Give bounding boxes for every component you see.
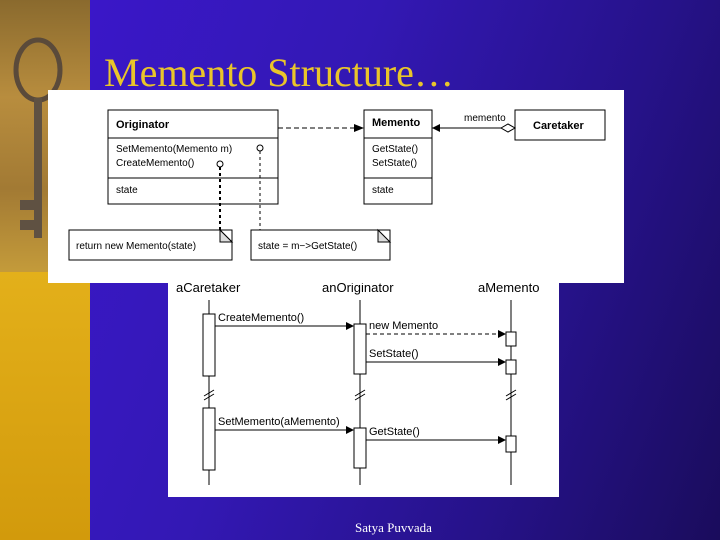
memento-op-1: GetState() (372, 144, 418, 155)
class-diagram-panel: Originator SetMemento(Memento m) CreateM… (48, 90, 624, 283)
msg-new-memento: new Memento (369, 320, 438, 332)
msg-set-state: SetState() (369, 348, 419, 360)
key-icon (13, 37, 63, 238)
lifeline-label-caretaker: aCaretaker (176, 280, 241, 295)
note-setmemento-text: state = m−>GetState() (258, 241, 357, 252)
note-setmemento: state = m−>GetState() (250, 228, 392, 261)
lifeline-label-originator: anOriginator (322, 280, 394, 295)
originator-op-1: SetMemento(Memento m) (116, 144, 232, 155)
assoc-label: memento (464, 113, 506, 124)
caretaker-class: Caretaker (514, 109, 606, 141)
originator-class: Originator SetMemento(Memento m) CreateM… (107, 109, 279, 205)
activation-memento-3 (505, 435, 517, 453)
originator-name: Originator (116, 119, 170, 131)
note-create-text: return new Memento(state) (76, 241, 196, 252)
memento-name: Memento (372, 117, 421, 129)
memento-class: Memento GetState() SetState() state (363, 109, 433, 205)
memento-attr: state (372, 185, 394, 196)
originator-attr: state (116, 185, 138, 196)
activation-originator-1 (353, 323, 367, 375)
activation-originator-2 (353, 427, 367, 469)
msg-set-memento: SetMemento(aMemento) (218, 416, 340, 428)
msg-get-state: GetState() (369, 426, 420, 438)
slide-footer: Satya Puvvada (355, 520, 432, 535)
activation-caretaker-2 (202, 407, 216, 471)
note-create: return new Memento(state) (68, 228, 234, 261)
caretaker-name: Caretaker (533, 120, 584, 132)
msg-create-memento: CreateMemento() (218, 312, 304, 324)
originator-op-2: CreateMemento() (116, 158, 194, 169)
slide-title: Memento Structure… (104, 50, 454, 95)
activation-caretaker-1 (202, 313, 216, 377)
activation-memento-2 (505, 359, 517, 375)
lifeline-label-memento: aMemento (478, 280, 539, 295)
activation-memento-1 (505, 331, 517, 347)
sequence-diagram-panel: aCaretaker anOriginator aMemento CreateM… (168, 270, 559, 497)
memento-op-2: SetState() (372, 158, 417, 169)
